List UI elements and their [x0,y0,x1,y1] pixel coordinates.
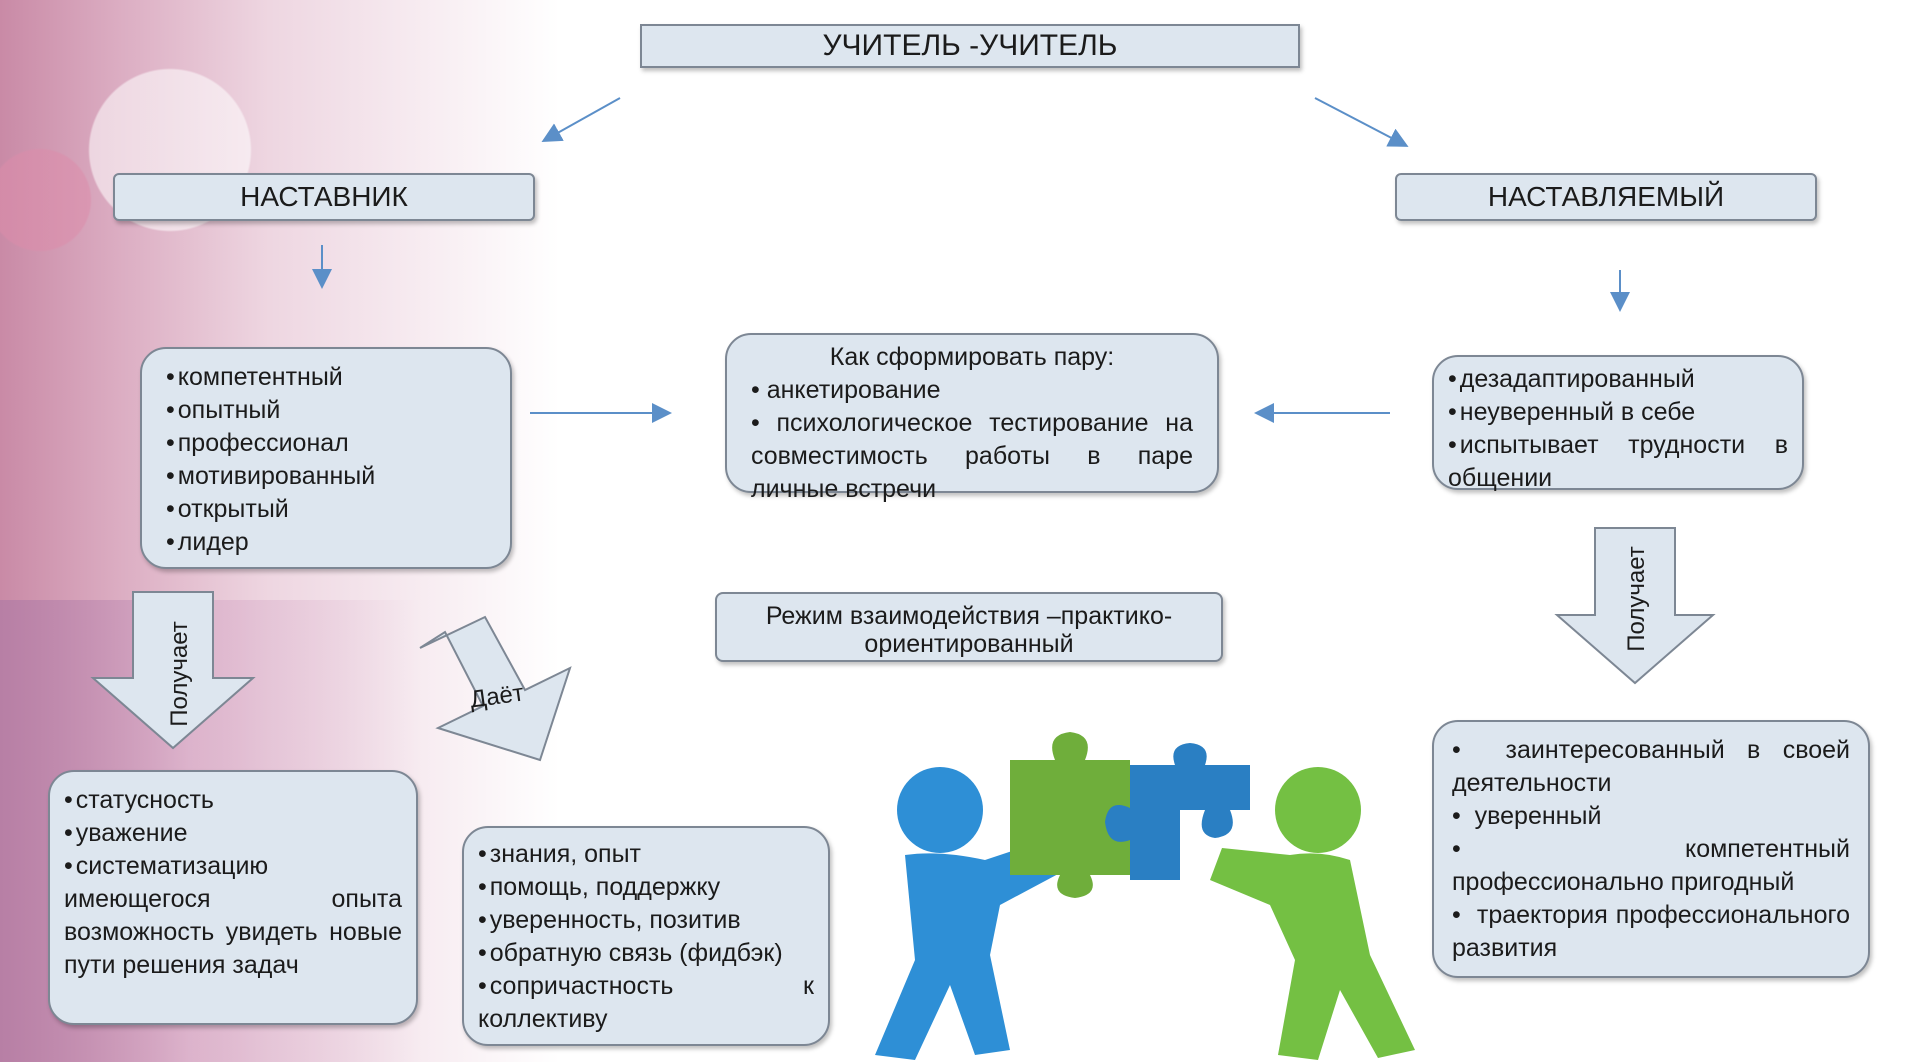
block-arrow-mentor-receives [90,591,256,750]
list-item: профессионал [166,427,486,460]
mentee-receives-list: • заинтересованный в своей деятельности … [1452,734,1850,965]
right-figure-head [1275,767,1361,853]
mentee-receives-label: Получает [1623,546,1650,652]
list-item: мотивированный [166,460,486,493]
mentor-receives-list: статусность уважение систематизацию имею… [64,784,402,982]
mentor-title-box: НАСТАВНИК [113,173,535,221]
mentor-qualities-box: компетентный опытный профессионал мотиви… [140,347,512,569]
list-item: опытный [166,394,486,427]
pairing-title: Как сформировать пару: [829,343,1115,371]
list-item: сопричастность к коллективу [478,970,814,1036]
list-item: систематизацию имеющегося опыта возможно… [64,850,402,982]
list-item: • уверенный [1452,802,1602,830]
blue-puzzle-piece [1105,743,1250,880]
mentor-gives-box: знания, опыт помощь, поддержку увереннос… [462,826,830,1046]
mentee-qualities-box: дезадаптированный неуверенный в себе исп… [1432,355,1804,492]
pairing-list: • анкетирование • психологическое тестир… [751,374,1193,506]
list-item-text: заинтересованный в своей деятельности [1452,736,1850,797]
mentor-title: НАСТАВНИК [240,181,408,212]
block-arrow-mentee-receives [1554,527,1716,685]
list-item: знания, опыт [478,838,814,871]
pairing-box: Как сформировать пару: • анкетирование •… [725,333,1219,503]
left-figure-body [875,835,1075,1060]
list-item-text: анкетирование [766,376,941,404]
mentor-receives-label: Получает [166,621,193,727]
list-item: • психологическое тестирование на совмес… [751,409,1193,503]
list-item: дезадаптированный [1448,363,1788,396]
mentor-qualities-list: компетентный опытный профессионал мотиви… [166,361,486,559]
list-item: статусность [64,784,402,817]
list-item: • траектория профессионального развития [1452,901,1850,962]
top-title-box: УЧИТЕЛЬ -УЧИТЕЛЬ [640,24,1300,68]
mode-box: Режим взаимодействия –практико-ориентиро… [715,592,1223,662]
list-item: неуверенный в себе [1448,396,1788,429]
list-item: открытый [166,493,486,526]
list-item: • компетентный профессионально пригодный [1452,835,1850,896]
mentee-title-box: НАСТАВЛЯЕМЫЙ [1395,173,1817,221]
list-item: лидер [166,526,486,559]
mode-text: Режим взаимодействия –практико-ориентиро… [765,602,1173,658]
mentee-qualities-list: дезадаптированный неуверенный в себе исп… [1448,363,1788,495]
list-item-text: уверенный [1474,802,1602,830]
green-puzzle-piece [1010,732,1158,898]
left-figure-head [897,767,983,853]
mentor-receives-box: статусность уважение систематизацию имею… [48,770,418,1025]
list-item: испытывает трудности в общении [1448,429,1788,495]
right-figure-body [1210,848,1415,1060]
mentee-title: НАСТАВЛЯЕМЫЙ [1487,181,1725,212]
top-title: УЧИТЕЛЬ -УЧИТЕЛЬ [822,29,1118,62]
list-item: обратную связь (фидбэк) [478,937,814,970]
arrow-top-to-mentee [1314,97,1409,147]
list-item-text: психологическое тестирование на совмести… [751,409,1193,503]
list-item: помощь, поддержку [478,871,814,904]
list-item: • анкетирование [751,376,941,404]
list-item-text: траектория профессионального развития [1452,901,1850,962]
mentor-gives-list: знания, опыт помощь, поддержку увереннос… [478,838,814,1036]
list-item: • заинтересованный в своей деятельности [1452,736,1850,797]
mentee-receives-box: • заинтересованный в своей деятельности … [1432,720,1870,978]
list-item-text: компетентный профессионально пригодный [1452,835,1850,896]
list-item: компетентный [166,361,486,394]
block-arrow-mentor-gives [419,615,572,762]
list-item: уверенность, позитив [478,904,814,937]
list-item: уважение [64,817,402,850]
puzzle-figures-illustration [875,732,1415,1060]
arrow-top-to-mentor [541,97,621,142]
